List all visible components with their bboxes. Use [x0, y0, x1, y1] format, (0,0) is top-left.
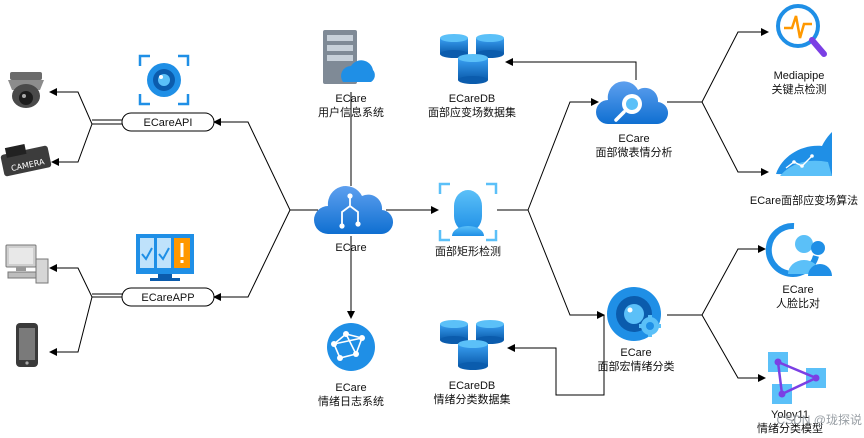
face-detect-label: 面部矩形检测 [435, 244, 501, 258]
db-emotion-title: ECareDB [449, 380, 495, 392]
edge-api-camera1 [49, 88, 122, 125]
edge-app-pc [49, 264, 122, 298]
macro-classify-subtitle: 面部宏情绪分类 [598, 359, 675, 373]
face-compare-title: ECare [782, 284, 813, 296]
user-info-title: ECare [335, 93, 366, 105]
edge-app-phone [49, 296, 93, 356]
edge-micro-db [505, 58, 637, 80]
user-info-subtitle: 用户信息系统 [318, 105, 384, 119]
db-face-title: ECareDB [449, 93, 495, 105]
mediapipe-monitor-icon [776, 4, 827, 57]
db-face-subtitle: 面部应变场数据集 [428, 105, 516, 119]
micro-analysis-title: ECare [618, 133, 649, 145]
yolo-subtitle: 情绪分类模型 [757, 421, 823, 435]
ecare-center-label: ECare [335, 242, 366, 254]
yolo-title: Yoloy11 [771, 409, 809, 421]
cloud-search-icon [596, 81, 669, 125]
network-globe-icon [327, 323, 375, 371]
strain-algo-label: ECare面部应变场算法 [750, 193, 858, 207]
edge-macro-db [507, 315, 605, 396]
ecare-api-icon [138, 54, 190, 106]
ecare-app-icon [136, 234, 194, 281]
desktop-pc-icon [5, 244, 49, 284]
mediapipe-subtitle: 关键点检测 [772, 82, 827, 96]
eye-gear-icon [607, 287, 661, 341]
dome-camera-icon [8, 72, 44, 108]
emotion-log-title: ECare [335, 382, 366, 394]
database-icon [440, 320, 504, 370]
edge-center-app [213, 209, 291, 301]
database-icon [440, 34, 504, 84]
edge-macro-face-compare [667, 245, 766, 316]
edge-macro-yolo [701, 314, 766, 382]
ecare-app-label: ECareAPP [141, 292, 194, 304]
face-compare-users-icon [765, 222, 832, 277]
ecare-api-label: ECareAPI [144, 117, 193, 129]
watermark: CSDN @珑探说 [776, 412, 862, 427]
edge-face-macro [527, 209, 605, 319]
wave-algorithm-icon [776, 132, 832, 176]
edge-micro-mediapipe [667, 28, 769, 103]
face-detect-icon [438, 182, 498, 242]
micro-analysis-subtitle: 面部微表情分析 [596, 145, 673, 159]
edge-face-micro [527, 98, 599, 211]
model-network-icon [768, 352, 826, 404]
camera-icon: CAMERA [0, 143, 52, 177]
ecare-app-pill[interactable]: ECareAPP [121, 287, 215, 307]
edge-api-camera2 [51, 123, 93, 166]
mobile-phone-icon [16, 323, 38, 367]
ecare-api-pill[interactable]: ECareAPI [121, 112, 215, 132]
mediapipe-title: Mediapipe [774, 70, 825, 82]
emotion-log-subtitle: 情绪日志系统 [318, 394, 384, 408]
macro-classify-title: ECare [620, 347, 651, 359]
face-compare-subtitle: 人脸比对 [776, 296, 820, 310]
ecare-cloud-icon [314, 186, 394, 235]
edge-micro-strain [701, 101, 769, 176]
edges [49, 28, 769, 396]
edge-center-api [213, 118, 318, 211]
db-emotion-subtitle: 情绪分类数据集 [434, 392, 511, 406]
server-icon [323, 30, 375, 84]
